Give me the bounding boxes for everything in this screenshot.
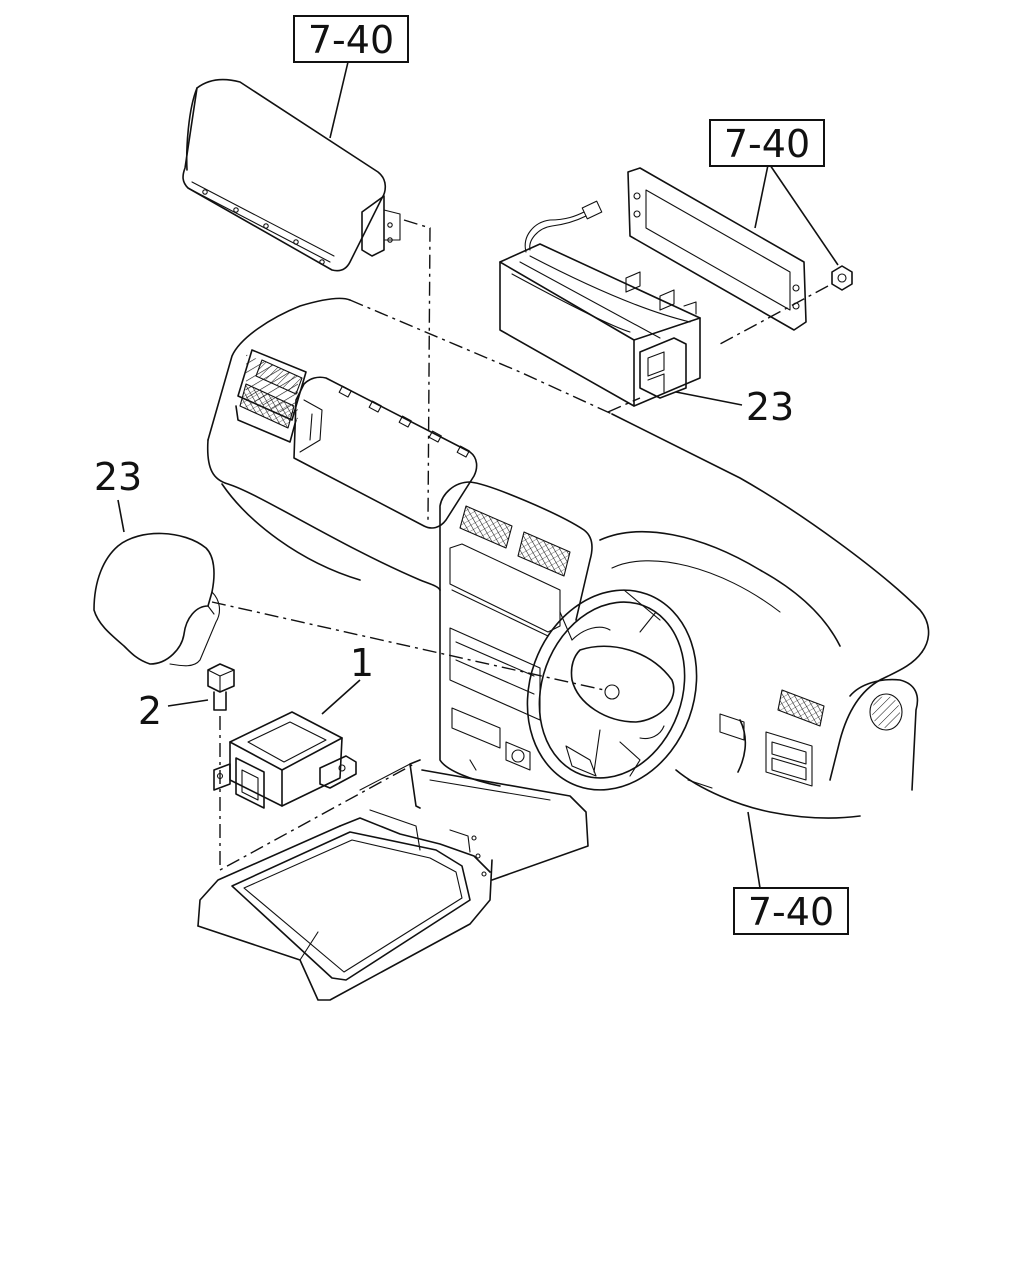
ref-box-top[interactable]: 7-40 bbox=[293, 15, 409, 63]
ref-right-label: 7-40 bbox=[724, 122, 810, 166]
leader-part-23-right bbox=[675, 391, 743, 406]
callout-part-23-right: 23 bbox=[746, 385, 794, 429]
leader-part-1 bbox=[321, 679, 361, 715]
leader-ref-top bbox=[329, 61, 349, 139]
steering-pad-icon bbox=[93, 532, 221, 667]
leader-ref-bottom bbox=[747, 811, 761, 889]
fit-line-module bbox=[607, 397, 641, 413]
fit-line-nut bbox=[719, 285, 829, 345]
sensor-unit-icon bbox=[213, 711, 357, 809]
ref-bottom-label: 7-40 bbox=[748, 890, 834, 934]
fit-line-pad bbox=[211, 601, 605, 691]
bolt-icon bbox=[207, 663, 235, 711]
airbag-module-icon bbox=[499, 167, 853, 407]
leader-part-2 bbox=[167, 699, 209, 707]
callout-part-2: 2 bbox=[138, 689, 162, 733]
callout-part-23-left: 23 bbox=[94, 455, 142, 499]
fit-line-sensor bbox=[219, 716, 415, 872]
steering-wheel-icon bbox=[526, 589, 698, 791]
ref-top-label: 7-40 bbox=[308, 18, 394, 62]
callout-part-1: 1 bbox=[350, 641, 374, 685]
ref-box-bottom[interactable]: 7-40 bbox=[733, 887, 849, 935]
leader-part-23-left bbox=[117, 499, 125, 533]
ref-box-right[interactable]: 7-40 bbox=[709, 119, 825, 167]
fit-line-cover bbox=[403, 219, 431, 521]
leader-ref-right-a bbox=[754, 164, 769, 229]
console-icon bbox=[197, 759, 589, 1001]
dashboard-icon bbox=[206, 297, 930, 819]
passenger-airbag-cover-icon bbox=[182, 78, 401, 272]
leader-ref-right-b bbox=[769, 164, 839, 266]
